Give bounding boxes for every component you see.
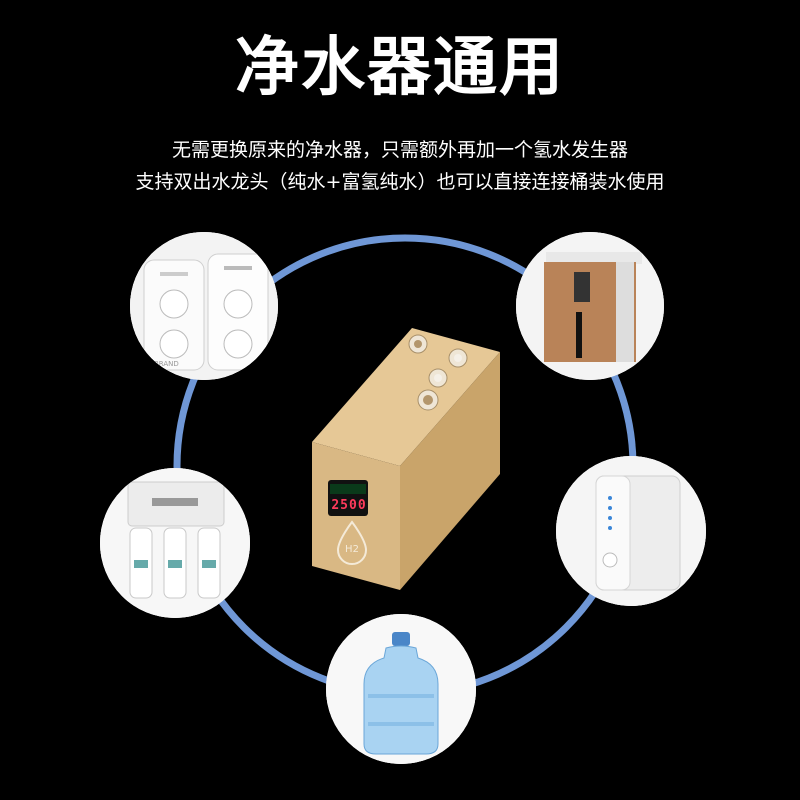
bottled-water-jug-image [326, 614, 476, 764]
twin-white-purifier-image: BRAND [130, 232, 278, 380]
display-readout: 2500 [331, 498, 367, 513]
brown-panel-purifier-image [516, 232, 664, 380]
drop-label: H2 [345, 544, 359, 555]
subtitle-line-2: 支持双出水龙头（纯水+富氢纯水）也可以直接连接桶装水使用 [135, 171, 665, 193]
white-cabinet-purifier-image [556, 456, 706, 606]
brand-label: BRAND [154, 360, 179, 368]
multi-stage-filter-purifier-image [100, 468, 250, 618]
page-title: 净水器通用 [235, 31, 565, 105]
hydrogen-generator-device: 2500 H2 [300, 308, 512, 598]
water-drop-icon [336, 520, 368, 565]
subtitle-line-1: 无需更换原来的净水器，只需额外再加一个氢水发生器 [171, 139, 628, 161]
